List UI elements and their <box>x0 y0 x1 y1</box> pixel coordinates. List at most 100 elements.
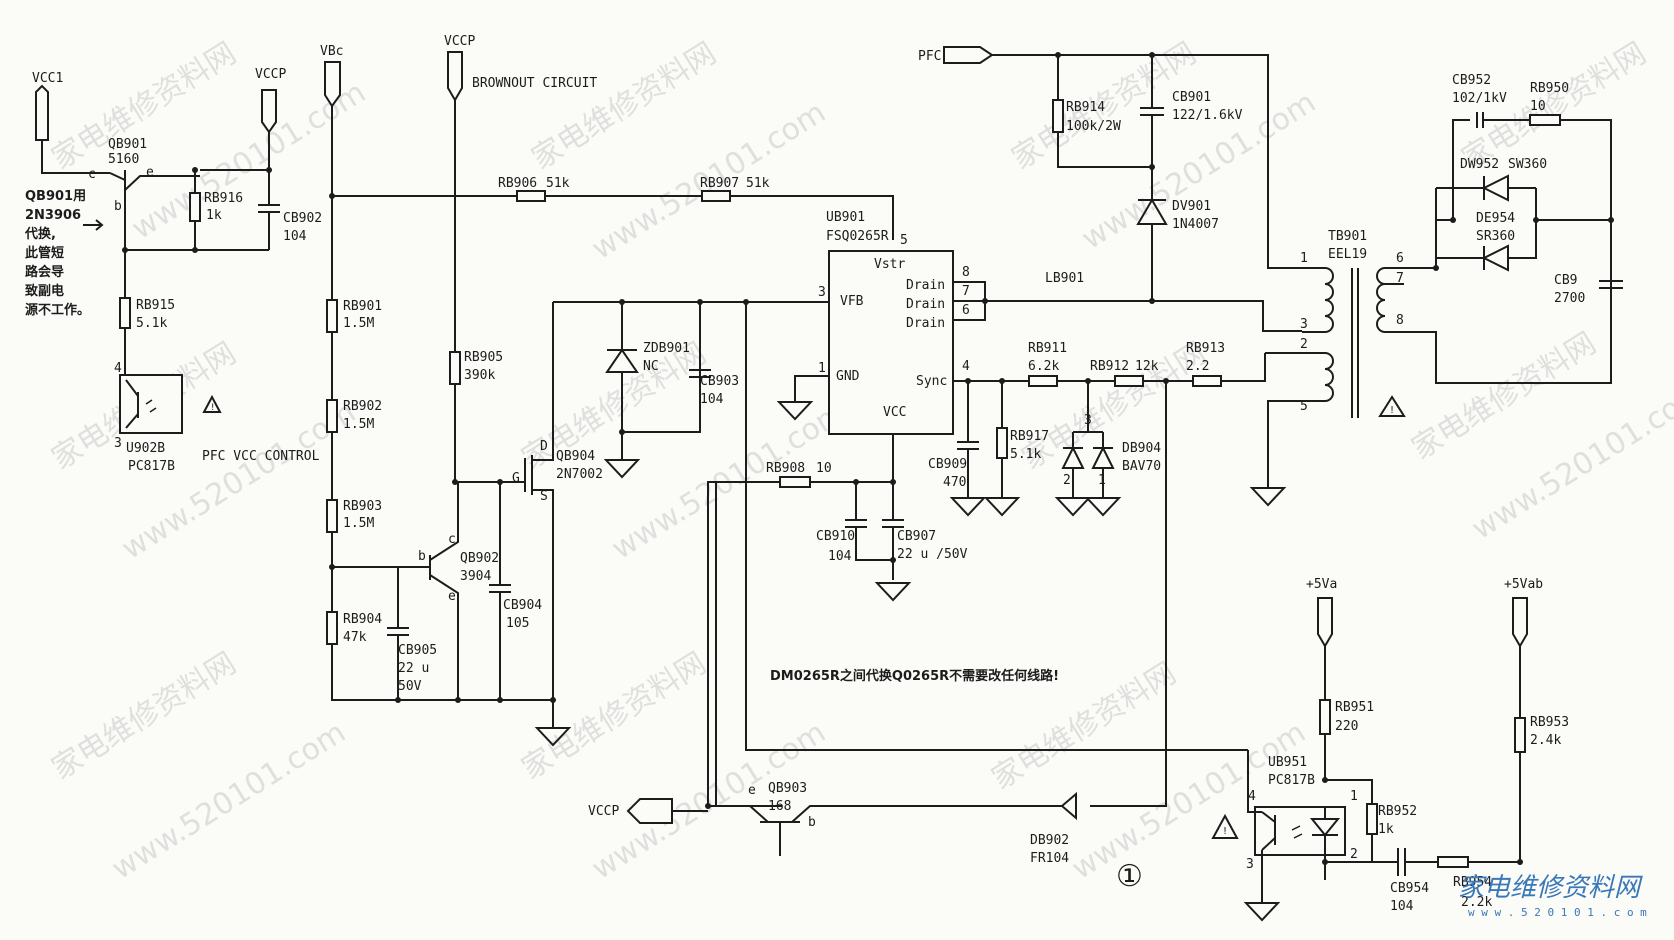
warning-mark: ! <box>210 403 215 413</box>
junction <box>192 247 198 253</box>
rb952-resistor <box>1366 803 1378 835</box>
net-vcc1-connector <box>35 84 49 141</box>
pin-label: G <box>512 471 520 486</box>
rb907-ref: RB907 <box>700 176 739 191</box>
rb905-resistor <box>449 351 461 385</box>
ub951-value: PC817B <box>1268 773 1315 788</box>
cb904-value: 105 <box>506 616 529 631</box>
rb952-ref: RB952 <box>1378 804 1417 819</box>
rb912-ref: RB912 <box>1090 359 1129 374</box>
cb901-capacitor <box>1140 55 1164 200</box>
de954-ref: DE954 <box>1476 211 1515 226</box>
rb913-resistor <box>1192 375 1222 387</box>
qb902-ref: QB902 <box>460 551 499 566</box>
watermark-cn: 家电维修资料网 <box>46 646 243 787</box>
qb903-value: 168 <box>768 799 791 814</box>
pin-label: 5 <box>1300 399 1308 414</box>
cb903-value: 104 <box>700 392 724 407</box>
cb902-capacitor <box>125 170 280 251</box>
watermark-cn: 家电维修资料网 <box>1456 36 1653 177</box>
zdb901-zener <box>605 302 701 433</box>
u902b-value: PC817B <box>128 459 175 474</box>
ic-pin-label: Drain <box>906 278 945 293</box>
cb907-capacitor <box>882 482 904 580</box>
corner-logo: 家电维修资料网 w w w . 5 2 0 1 0 1 . c o m <box>1458 873 1647 919</box>
rb911-value: 6.2k <box>1028 359 1059 374</box>
net-vbc-label: VBc <box>320 44 343 59</box>
junction <box>1149 298 1155 304</box>
wire <box>331 106 553 701</box>
rb903-resistor <box>326 499 338 533</box>
dv901-value: 1N4007 <box>1172 217 1219 232</box>
cb910-ref: CB910 <box>816 529 855 544</box>
pin-label: 4 <box>962 359 970 374</box>
dv901-diode <box>1136 198 1168 301</box>
rb912-value: 12k <box>1135 359 1159 374</box>
cb903-ref: CB903 <box>700 374 739 389</box>
de954-value: SR360 <box>1476 229 1515 244</box>
net-vcc1-label: VCC1 <box>32 71 63 86</box>
junction <box>266 167 272 173</box>
rb916-resistor <box>189 192 201 222</box>
wire <box>992 54 1302 269</box>
cb905-rating: 50V <box>398 679 422 694</box>
wire <box>332 195 894 240</box>
qb902-leads <box>429 482 459 700</box>
pin-label: 7 <box>962 284 970 299</box>
cb905-capacitor <box>332 566 430 700</box>
cb902-ref: CB902 <box>283 211 322 226</box>
wire <box>41 140 110 174</box>
lb901-ref: LB901 <box>1045 271 1084 286</box>
rb908-resistor <box>779 476 811 488</box>
rb917-value: 5.1k <box>1010 447 1041 462</box>
rb907-value: 51k <box>746 176 770 191</box>
tb901-value: EEL19 <box>1328 247 1367 262</box>
wire <box>1057 55 1152 168</box>
wire <box>953 281 1265 332</box>
pin-label: b <box>418 549 426 564</box>
watermark-cn: 家电维修资料网 <box>526 36 723 177</box>
qb904-ref: QB904 <box>556 449 595 464</box>
block-brownout: VBc RB901 1.5M RB902 1.5M RB903 1.5M RB9… <box>320 34 894 747</box>
junction <box>1322 859 1328 865</box>
rb915-value: 5.1k <box>136 316 167 331</box>
pin-label: 8 <box>1396 313 1404 328</box>
db902-diode <box>1060 791 1077 821</box>
rb903-value: 1.5M <box>343 516 374 531</box>
net-pfc-label: PFC <box>918 49 941 64</box>
rb913-ref: RB913 <box>1186 341 1225 356</box>
dw952-diode <box>1436 174 1536 202</box>
ground-icon <box>534 700 572 747</box>
zdb901-ref: ZDB901 <box>643 341 690 356</box>
rb906-ref: RB906 <box>498 176 537 191</box>
rb954-value: 2.2k <box>1461 895 1492 910</box>
cb910-value: 104 <box>828 549 852 564</box>
rb914-resistor <box>1052 99 1064 133</box>
ground-icon <box>1243 850 1281 922</box>
cb903-capacitor <box>689 302 711 378</box>
rb952-value: 1k <box>1378 822 1394 837</box>
net-5vab-connector <box>1512 597 1528 648</box>
ic-pin-label: Vstr <box>874 257 905 272</box>
pin-label: 3 <box>1246 857 1254 872</box>
db904-ref: DB904 <box>1122 441 1161 456</box>
rb917-resistor <box>996 427 1008 459</box>
cb901-ref: CB901 <box>1172 90 1211 105</box>
wire <box>200 132 270 171</box>
junction <box>395 697 401 703</box>
dw952-ref: DW952 <box>1460 157 1499 172</box>
rb912-resistor <box>1114 375 1144 387</box>
block-ub951: +5Va RB951 220 RB952 1k 4 3 1 2 UB951 PC… <box>1211 577 1569 922</box>
pin-label: c <box>448 532 456 547</box>
rb954-ref: RB954 <box>1453 875 1492 890</box>
rb901-resistor <box>326 299 338 333</box>
qb901-leads <box>109 172 200 191</box>
ground-icon <box>874 582 912 602</box>
pin-label: 2 <box>1300 337 1308 352</box>
wire <box>745 302 1248 807</box>
rb916-ref: RB916 <box>204 191 243 206</box>
rb904-value: 47k <box>343 630 367 645</box>
junction <box>329 193 335 199</box>
rb902-value: 1.5M <box>343 417 374 432</box>
